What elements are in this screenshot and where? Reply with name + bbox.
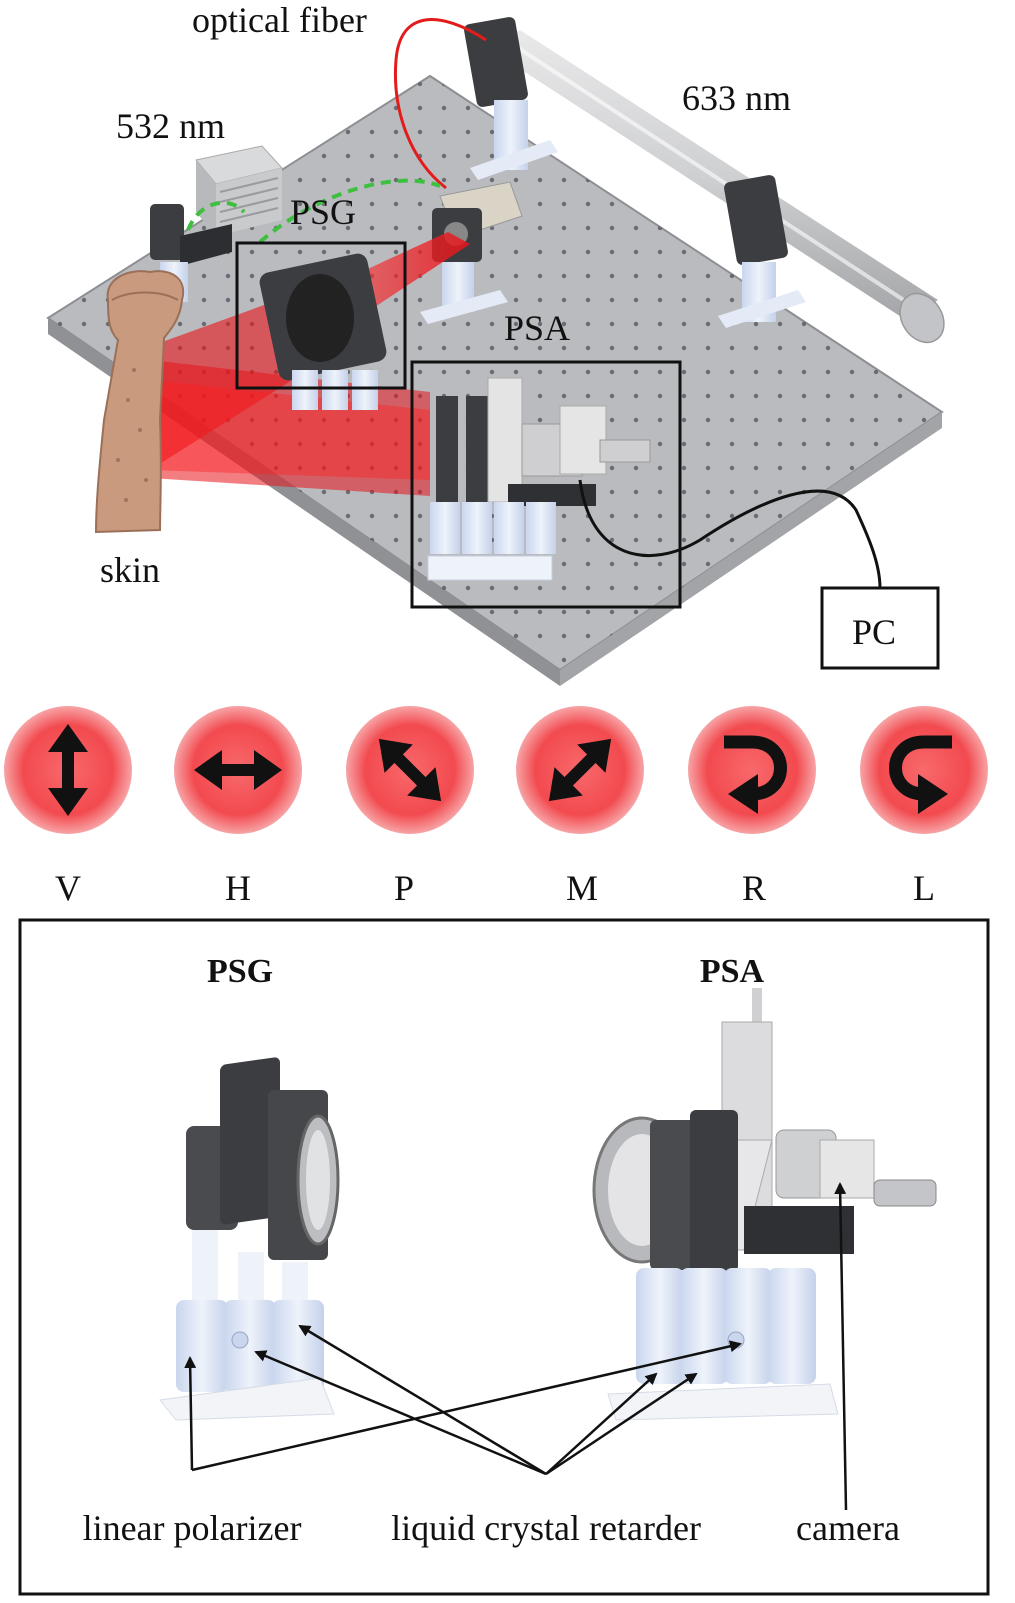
label-psg: PSG: [290, 192, 356, 232]
label-pc: PC: [852, 612, 896, 652]
state-label-l: L: [913, 868, 935, 908]
polarization-states-row: V H P M R L: [4, 706, 988, 908]
state-label-p: P: [394, 868, 414, 908]
label-camera: camera: [796, 1508, 900, 1548]
left-circular-arrow-icon: [889, 735, 952, 814]
state-m: [516, 706, 644, 834]
psa-highlight-box: [410, 360, 682, 609]
annotation-arrows: [184, 1182, 848, 1511]
right-circular-arrow-icon: [724, 735, 787, 814]
psg-device-detail: [159, 1057, 340, 1421]
diagonal-minus-arrow-icon: [548, 738, 612, 802]
label-optical-fiber: optical fiber: [192, 0, 367, 40]
horizontal-arrow-icon: [194, 750, 282, 790]
state-label-v: V: [55, 868, 81, 908]
optical-table: [46, 74, 944, 686]
state-r: [688, 706, 816, 834]
label-skin: skin: [100, 550, 160, 590]
state-label-r: R: [742, 868, 766, 908]
label-psa: PSA: [504, 308, 570, 348]
label-633nm: 633 nm: [682, 78, 791, 118]
state-h: [174, 706, 302, 834]
detail-frame: [18, 918, 990, 1596]
pc-box: [820, 586, 940, 670]
state-v: [4, 706, 132, 834]
diagonal-plus-arrow-icon: [378, 738, 442, 802]
psg-module-on-table: [259, 253, 387, 410]
label-linear-polarizer: linear polarizer: [83, 1508, 302, 1548]
label-532nm: 532 nm: [116, 106, 225, 146]
setup-illustration: optical fiber 633 nm 532 nm PSG PSA skin…: [46, 0, 945, 686]
laser-633-tube: [464, 17, 945, 344]
detail-title-psg: PSG: [207, 953, 273, 990]
state-label-h: H: [225, 868, 251, 908]
state-label-m: M: [566, 868, 598, 908]
state-l: [860, 706, 988, 834]
detail-title-psa: PSA: [700, 953, 765, 990]
camera-cable: [578, 479, 882, 589]
skin-arm-photo: [94, 270, 185, 534]
label-liquid-crystal-retarder: liquid crystal retarder: [391, 1508, 701, 1548]
psa-module-on-table: [427, 377, 651, 581]
green-beam-path: [186, 178, 441, 244]
psg-highlight-box: [235, 241, 407, 390]
state-p: [346, 706, 474, 834]
vertical-arrow-icon: [48, 724, 88, 816]
psa-device-detail: [592, 988, 937, 1421]
optical-fiber-cable: [393, 18, 487, 190]
detail-panel: PSG PSA: [18, 918, 990, 1596]
